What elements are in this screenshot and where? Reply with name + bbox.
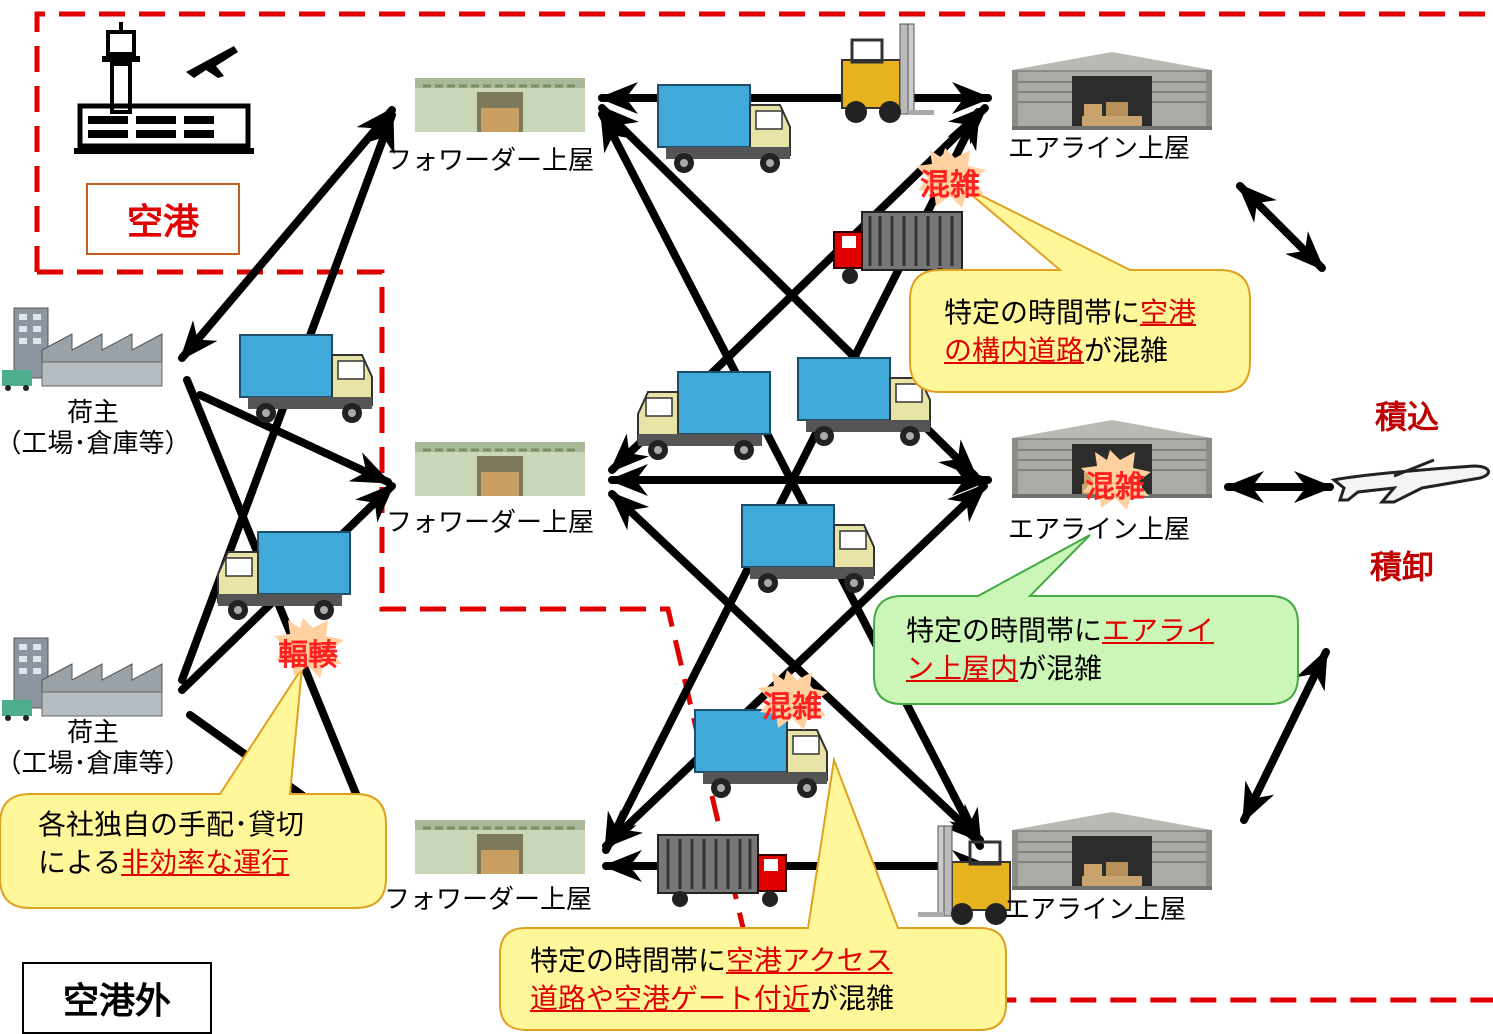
- shipper-label: 荷主 （工場･倉庫等）: [0, 398, 198, 460]
- callout-road-underline1: 空港: [1140, 296, 1197, 329]
- callout-operation-text: 各社独自の手配･貸切 による非効率な運行: [38, 806, 378, 882]
- callout-warehouse-post: が混雑: [1018, 651, 1103, 685]
- airline-label: エアライン上屋: [1008, 134, 1191, 164]
- congestion-burst: [916, 148, 986, 208]
- callout-operation-underline: 非効率な運行: [121, 845, 290, 879]
- airline-warehouse-1: [1011, 51, 1213, 131]
- airline-label: エアライン上屋: [1004, 895, 1187, 925]
- aircraft-icon: [1330, 458, 1490, 504]
- loading-label: 積込: [1375, 398, 1440, 436]
- shipper-label-line2: （工場･倉庫等）: [0, 749, 191, 780]
- forwarder-warehouse-1: [413, 76, 587, 134]
- shipper-label-line2: （工場･倉庫等）: [0, 429, 191, 460]
- unloading-label: 積卸: [1370, 548, 1435, 586]
- container-truck-icon: [656, 833, 788, 909]
- callout-access-text: 特定の時間帯に空港アクセス 道路や空港ゲート付近が混雑: [530, 942, 1000, 1018]
- callout-warehouse-underline2: ン上屋内: [906, 651, 1019, 685]
- converge-burst: [274, 618, 344, 678]
- congestion-label: 混雑: [920, 168, 980, 203]
- forklift-icon: [840, 22, 936, 125]
- airport-label: 空港: [86, 183, 240, 255]
- airline-warehouse-3: [1011, 811, 1213, 891]
- congestion-burst: [1081, 450, 1151, 510]
- callout-access-pre: 特定の時間帯に: [530, 944, 727, 977]
- airline-label: エアライン上屋: [1008, 515, 1191, 545]
- shipper-factory-2: [1, 637, 163, 722]
- callout-road-underline2: の構内道路: [944, 333, 1085, 367]
- forwarder-label: フォワーダー上屋: [386, 508, 595, 538]
- shipper-factory-1: [1, 307, 163, 392]
- callout-bubble-road: [909, 184, 1251, 393]
- callout-road-pre: 特定の時間帯に: [944, 296, 1141, 329]
- forwarder-label: フォワーダー上屋: [386, 146, 595, 176]
- outside-airport-label: 空港外: [22, 962, 212, 1034]
- forklift-icon: [916, 824, 1012, 927]
- forwarder-warehouse-3: [413, 818, 587, 876]
- callout-bubble-operation: [0, 667, 387, 909]
- shipper-label-line1: 荷主: [66, 718, 119, 748]
- shipper-label: 荷主 （工場･倉庫等）: [0, 718, 198, 780]
- callout-warehouse-underline1: エアライ: [1102, 614, 1215, 647]
- callout-operation-pre: による: [38, 845, 122, 879]
- callout-bubble-access: [499, 756, 1007, 1031]
- callout-operation-line1: 各社独自の手配･貸切: [38, 808, 305, 841]
- callout-road-post: が混雑: [1084, 333, 1169, 367]
- shipper-label-line1: 荷主: [66, 398, 119, 428]
- congestion-burst: [758, 670, 828, 730]
- truck-icon: [217, 531, 351, 621]
- callout-access-post: が混雑: [810, 981, 895, 1015]
- forwarder-label: フォワーダー上屋: [384, 885, 593, 915]
- callout-access-underline2: 道路や空港ゲート付近: [530, 981, 811, 1015]
- callout-warehouse-pre: 特定の時間帯に: [906, 614, 1103, 647]
- callout-warehouse-text: 特定の時間帯にエアライ ン上屋内が混雑: [906, 612, 1286, 688]
- converge-label: 輻輳: [278, 638, 338, 673]
- callout-road-text: 特定の時間帯に空港 の構内道路が混雑: [944, 294, 1244, 370]
- truck-icon: [239, 334, 373, 424]
- callout-bubble-warehouse: [873, 534, 1299, 705]
- congestion-label: 混雑: [1085, 470, 1145, 505]
- forwarder-warehouse-2: [413, 440, 587, 498]
- truck-icon: [741, 504, 875, 594]
- airport-icon: [74, 22, 254, 154]
- callout-access-underline1: 空港アクセス: [726, 944, 893, 977]
- congestion-label: 混雑: [762, 690, 822, 725]
- truck-icon: [637, 371, 771, 461]
